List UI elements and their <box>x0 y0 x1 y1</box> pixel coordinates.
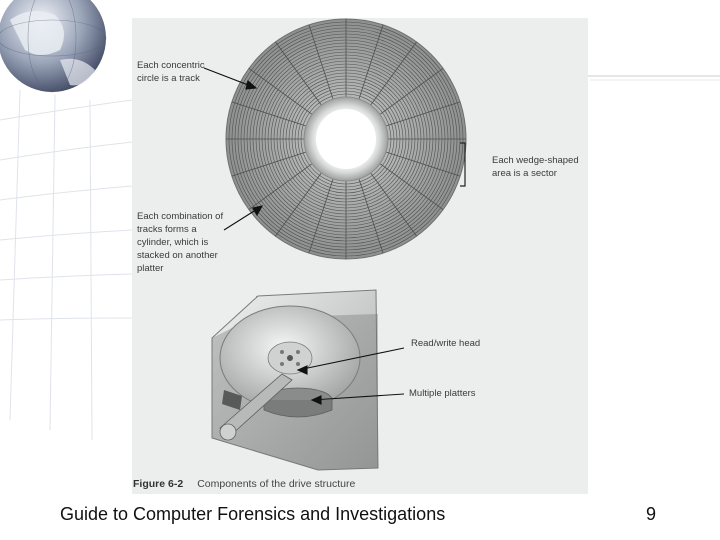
multiple-platters-callout: Multiple platters <box>409 388 476 399</box>
sector-divider <box>231 101 307 127</box>
figure-caption-text: Components of the drive structure <box>197 478 356 490</box>
sector-divider <box>370 41 417 106</box>
sector-divider <box>248 163 313 210</box>
sector-divider <box>379 68 444 115</box>
sector-divider <box>308 24 334 100</box>
globe-icon <box>0 0 107 93</box>
page-number: 9 <box>646 504 657 524</box>
sector-divider <box>370 172 417 237</box>
sector-divider <box>385 151 461 177</box>
read-write-head-callout: Read/write head <box>411 338 481 349</box>
drive-diagram <box>203 18 467 471</box>
sector-divider <box>358 178 384 254</box>
hard-drive-illustration <box>211 289 379 471</box>
drive-structure-figure: Each concentric circle is a track Each c… <box>132 18 588 494</box>
background-grid <box>0 75 720 441</box>
footer-title: Guide to Computer Forensics and Investig… <box>60 504 446 524</box>
sector-divider <box>379 163 444 210</box>
sector-divider <box>358 24 384 100</box>
sector-bracket <box>460 142 466 187</box>
sector-divider <box>231 151 307 177</box>
cylinder-callout: Each combination of tracks forms a cylin… <box>137 211 224 274</box>
sector-dividers <box>226 19 466 259</box>
sector-callout: Each wedge-shaped area is a sector <box>492 155 579 179</box>
sector-divider <box>385 101 461 127</box>
platter-diagram <box>225 18 467 260</box>
sector-divider <box>275 172 322 237</box>
sector-divider <box>308 178 334 254</box>
figure-caption: Figure 6-2 Components of the drive struct… <box>133 478 583 490</box>
sector-divider <box>275 41 322 106</box>
figure-caption-label: Figure 6-2 <box>133 478 184 490</box>
callout-arrows <box>203 67 405 405</box>
track-callout: Each concentric circle is a track <box>137 60 205 84</box>
sector-divider <box>248 68 313 115</box>
